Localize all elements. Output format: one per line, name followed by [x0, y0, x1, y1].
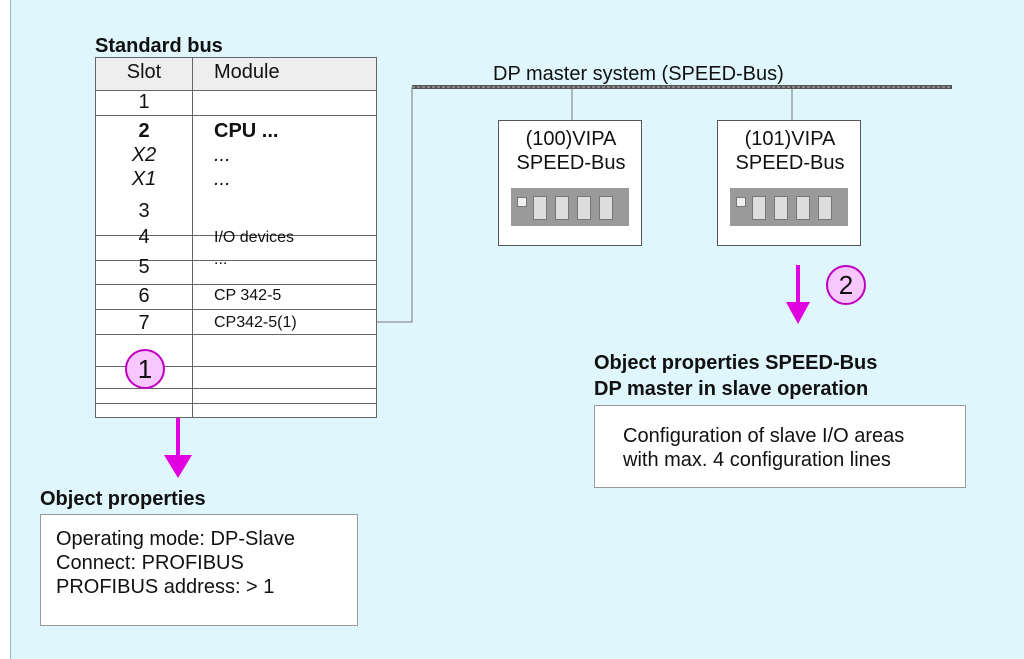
object-properties-line: PROFIBUS address: > 1 [56, 576, 275, 598]
standard-bus-title: Standard bus [95, 35, 223, 57]
table-row-slot: 4 [138, 226, 150, 248]
rack-icon [511, 188, 629, 226]
station-101[interactable]: (101)VIPA SPEED-Bus [717, 120, 861, 246]
speed-bus-properties-line: with max. 4 configuration lines [623, 449, 891, 471]
station-101-line1: (101)VIPA [744, 128, 836, 150]
table-row-slot: 7 [138, 312, 150, 334]
arrow-2-head [786, 302, 810, 324]
dp-master-label: DP master system (SPEED-Bus) [493, 63, 784, 85]
table-row-module: CP342-5(1) [214, 314, 297, 331]
step-1-badge: 1 [125, 349, 165, 389]
object-properties-line: Connect: PROFIBUS [56, 552, 244, 574]
table-row-slot: X1 [131, 168, 157, 190]
speed-bus-properties-title-1: Object properties SPEED-Bus [594, 352, 878, 374]
station-100[interactable]: (100)VIPA SPEED-Bus [498, 120, 642, 246]
table-row-module: CP 342-5 [214, 287, 282, 304]
table-row-slot: 3 [138, 200, 150, 222]
station-100-line1: (100)VIPA [525, 128, 617, 150]
table-row-slot: X2 [131, 144, 157, 166]
rack-icon [730, 188, 848, 226]
object-properties-title: Object properties [40, 488, 206, 510]
speed-bus-properties-title-2: DP master in slave operation [594, 378, 869, 400]
table-row-module: ... [214, 251, 228, 268]
object-properties-line: Operating mode: DP-Slave [56, 528, 296, 550]
header-slot: Slot [126, 61, 162, 83]
table-row-slot: 5 [138, 256, 150, 278]
table-row-module: ... [214, 144, 231, 166]
object-properties-box: Operating mode: DP-Slave Connect: PROFIB… [40, 514, 358, 626]
table-row-module: CPU ... [214, 120, 279, 142]
station-101-line2: SPEED-Bus [735, 152, 845, 174]
header-module: Module [214, 61, 280, 83]
arrow-1-head [164, 455, 192, 478]
table-header [96, 58, 376, 91]
table-row-slot: 1 [138, 91, 150, 113]
table-row-slot: 2 [138, 120, 150, 142]
step-2-badge: 2 [826, 265, 866, 305]
cp-to-bus-line [377, 87, 413, 323]
table-row-module: I/O devices [214, 229, 295, 246]
speed-bus-properties-line: Configuration of slave I/O areas [623, 425, 905, 447]
station-100-line2: SPEED-Bus [516, 152, 626, 174]
table-row-slot: 6 [138, 285, 150, 307]
table-row-module: ... [214, 168, 231, 190]
speed-bus-properties-box: Configuration of slave I/O areas with ma… [594, 405, 966, 488]
